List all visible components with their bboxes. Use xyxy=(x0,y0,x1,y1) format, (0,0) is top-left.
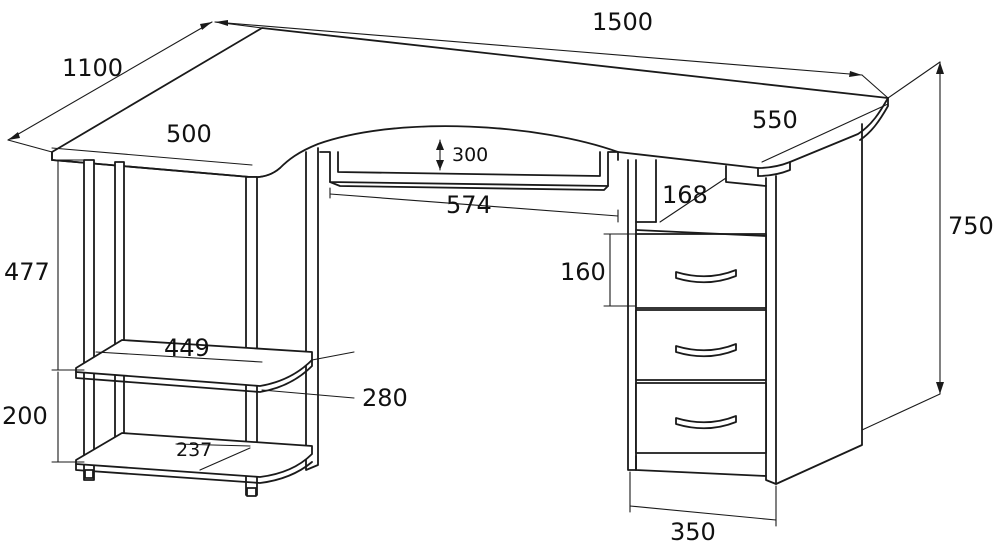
label-left-lower-height: 200 xyxy=(2,402,48,430)
drawer-top[interactable] xyxy=(635,233,767,309)
label-drawer-height: 160 xyxy=(560,258,606,286)
label-niche-height: 168 xyxy=(662,181,708,209)
label-shelf-width: 449 xyxy=(164,334,210,362)
drawer-middle-handle[interactable] xyxy=(675,343,737,358)
label-shelf-depth: 280 xyxy=(362,384,408,412)
drawer-middle[interactable] xyxy=(635,309,767,381)
left-front-leg xyxy=(83,159,95,481)
label-keyboard-width: 574 xyxy=(446,191,492,219)
drawer-top-handle[interactable] xyxy=(675,269,737,284)
label-top-left-width: 500 xyxy=(166,120,212,148)
drawer-bottom[interactable] xyxy=(635,382,767,454)
label-depth-left: 1100 xyxy=(62,54,123,82)
keyboard-tray xyxy=(319,151,619,191)
left-shelf-unit xyxy=(75,147,319,497)
label-top-right-width: 550 xyxy=(752,106,798,134)
dimension-lines xyxy=(7,20,944,527)
right-cabinet xyxy=(627,123,863,485)
label-keyboard-depth: 300 xyxy=(452,144,488,166)
left-back-leg xyxy=(114,161,125,463)
dimension-labels: 1500 1100 500 550 300 574 168 750 160 47… xyxy=(2,8,994,546)
bottom-shelf xyxy=(75,432,313,478)
label-height-total: 750 xyxy=(948,212,994,240)
label-lower-shelf-inner: 237 xyxy=(176,439,212,461)
label-width-total: 1500 xyxy=(592,8,653,36)
middle-shelf xyxy=(75,339,313,387)
label-left-upper-height: 477 xyxy=(4,258,50,286)
drawer-bottom-handle[interactable] xyxy=(675,415,737,430)
label-cabinet-width: 350 xyxy=(670,518,716,546)
